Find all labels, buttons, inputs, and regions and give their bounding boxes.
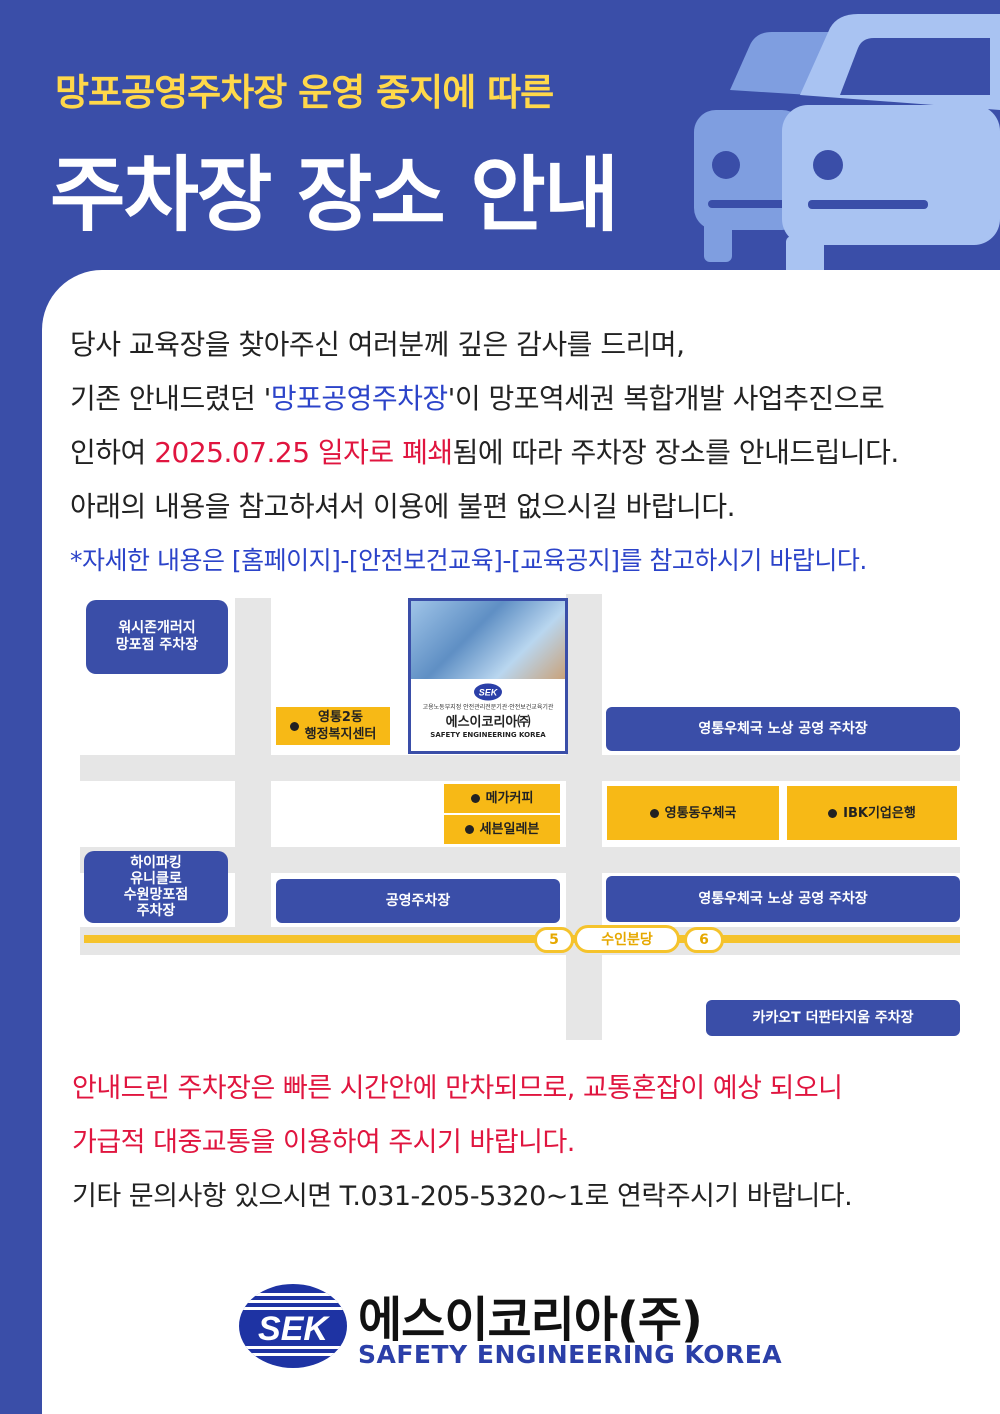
parking-post-office-top: 영통우체국 노상 공영 주차장 <box>606 707 960 751</box>
landmark-mega-coffee: 메가커피 <box>444 784 560 813</box>
parking-post-office-bottom: 영통우체국 노상 공영 주차장 <box>606 876 960 922</box>
seven-eleven-label: 세븐일레븐 <box>479 822 540 837</box>
header-title: 주차장 장소 안내 <box>50 148 619 243</box>
contact-line: 기타 문의사항 있으시면 T.031-205-5320~1로 연락주시기 바랍니… <box>72 1181 853 1212</box>
post-office-label: 영통동우체국 <box>664 805 737 821</box>
intro-line-2: 기존 안내드렸던 '망포공영주차장'이 망포역세권 복합개발 사업추진으로 <box>70 372 980 426</box>
landmark-seven-eleven: 세븐일레븐 <box>444 815 560 844</box>
header-banner: 망포공영주차장 운영 중지에 따른 주차장 장소 안내 <box>0 0 1000 290</box>
intro-text: 당사 교육장을 찾아주신 여러분께 깊은 감사를 드리며, 기존 안내드렸던 '… <box>70 318 980 588</box>
mega-coffee-label: 메가커피 <box>485 791 534 806</box>
intro-line-3-pre: 인하여 <box>70 436 155 469</box>
landmark-dot-icon <box>649 808 659 818</box>
intro-line-2-pre: 기존 안내드렸던 ' <box>70 382 271 415</box>
sek-building: SEK 고용노동부지정 안전관리전문기관·안전보건교육기관 에스이코리아㈜ SA… <box>408 598 568 754</box>
community-center-label: 영통2동 행정복지센터 <box>304 710 377 742</box>
warning-text: 안내드린 주차장은 빠른 시간안에 만차되므로, 교통혼잡이 예상 되오니 가급… <box>72 1062 972 1224</box>
warning-line-1: 안내드린 주차장은 빠른 시간안에 만차되므로, 교통혼잡이 예상 되오니 <box>72 1073 843 1104</box>
parking-map: 워시존개러지 망포점 주차장 영통2동 행정복지센터 SEK 고용노동부지정 안… <box>80 590 960 1050</box>
exit-6-badge: 6 <box>684 927 724 953</box>
landmark-dot-icon <box>464 825 474 834</box>
station-suin-bundang: 수인분당 <box>574 925 680 953</box>
intro-line-3-post: 됨에 따라 주차장 장소를 안내드립니다. <box>452 436 900 469</box>
intro-line-4: 아래의 내용을 참고하셔서 이용에 불편 없으시길 바랍니다. <box>70 490 736 523</box>
company-name-english: SAFETY ENGINEERING KOREA <box>358 1340 783 1369</box>
landmark-dot-icon <box>470 794 480 803</box>
landmark-community-center: 영통2동 행정복지센터 <box>276 707 390 745</box>
intro-line-2-post: '이 망포역세권 복합개발 사업추진으로 <box>447 382 885 415</box>
building-photo <box>411 601 565 679</box>
road-horizontal-top <box>80 755 960 781</box>
parking-kakao: 카카오T 더판타지움 주차장 <box>706 1000 960 1036</box>
company-name-korean: 에스이코리아(주) <box>358 1292 703 1348</box>
sek-logo-icon: SEK <box>239 1284 347 1368</box>
building-caption: 고용노동부지정 안전관리전문기관·안전보건교육기관 <box>422 704 554 711</box>
sek-logo-icon: SEK <box>474 683 502 701</box>
exit-5-badge: 5 <box>534 927 574 953</box>
closure-date: 2025.07.25 일자로 폐쇄 <box>154 436 453 469</box>
parking-hi-parking: 하이파킹 유니클로 수원망포점 주차장 <box>84 851 228 923</box>
subway-line <box>84 935 960 943</box>
building-eng: SAFETY ENGINEERING KOREA <box>430 731 546 739</box>
landmark-ibk: IBK기업은행 <box>787 786 957 840</box>
svg-text:SEK: SEK <box>479 688 499 698</box>
road-vertical-right <box>566 594 602 1040</box>
ibk-label: IBK기업은행 <box>843 805 916 821</box>
landmark-dot-icon <box>289 721 299 731</box>
landmark-dot-icon <box>828 808 838 818</box>
closed-parking-name: 망포공영주차장 <box>270 382 448 415</box>
building-name: 에스이코리아㈜ <box>445 715 531 730</box>
homepage-note: *자세한 내용은 [홈페이지]-[안전보건교육]-[교육공지]를 참고하시기 바… <box>70 546 867 575</box>
warning-line-2: 가급적 대중교통을 이용하여 주시기 바랍니다. <box>72 1127 575 1158</box>
parking-wash-zone: 워시존개러지 망포점 주차장 <box>86 600 228 674</box>
parking-public: 공영주차장 <box>276 879 560 923</box>
landmark-post-office: 영통동우체국 <box>607 786 779 840</box>
intro-line-1: 당사 교육장을 찾아주신 여러분께 깊은 감사를 드리며, <box>70 328 685 361</box>
header-subtitle: 망포공영주차장 운영 중지에 따른 <box>55 71 554 114</box>
intro-line-3: 인하여 2025.07.25 일자로 폐쇄됨에 따라 주차장 장소를 안내드립니… <box>70 426 980 480</box>
car-icon <box>694 14 1000 276</box>
sek-logo-text: SEK <box>258 1310 330 1348</box>
